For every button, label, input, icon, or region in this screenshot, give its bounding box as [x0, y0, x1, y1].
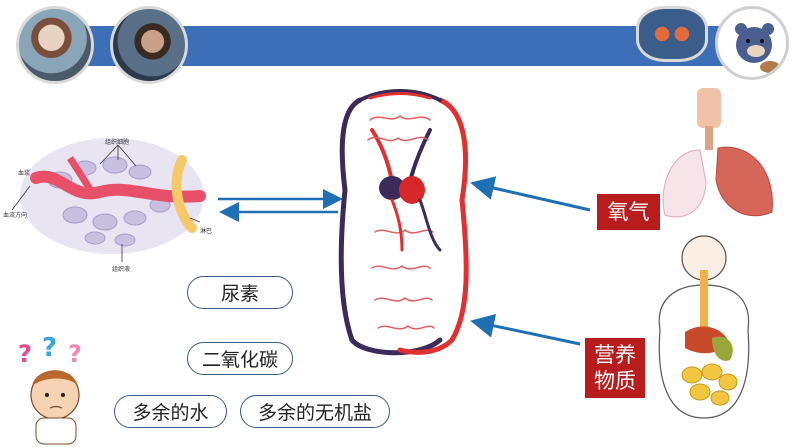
- svg-text:?: ?: [18, 340, 32, 368]
- label-tissue-fluid: 组织液: [112, 266, 131, 273]
- label-urea: 尿素: [187, 276, 293, 309]
- label-co2: 二氧化碳: [187, 342, 293, 375]
- label-plasma: 血浆: [18, 170, 31, 177]
- svg-text:?: ?: [42, 333, 57, 363]
- label-nutrients-line2: 物质: [594, 369, 636, 393]
- tissue-capillary-diagram: [11, 138, 206, 262]
- photo-kidney-organ: [636, 6, 708, 62]
- label-tissue-cells: 组织细胞: [105, 139, 130, 146]
- label-blood-flow-direction: 血流方向: [3, 212, 28, 219]
- photo-boy-breath: [110, 6, 188, 84]
- label-nutrients-line1: 营养: [594, 343, 636, 367]
- arrow-nutrients: [470, 313, 581, 346]
- label-nutrients: 营养 物质: [585, 338, 645, 398]
- svg-text:?: ?: [68, 340, 82, 368]
- photo-girl-breath: [16, 6, 94, 84]
- arrow-oxygen: [470, 176, 591, 212]
- label-lymph: 淋巴: [200, 228, 213, 235]
- label-excess-salt: 多余的无机盐: [240, 395, 390, 428]
- lungs-illustration: [662, 88, 773, 218]
- photo-cartoon-bear: [715, 6, 789, 80]
- thinking-kid-illustration: ? ? ?: [18, 333, 82, 445]
- digestive-illustration: [658, 235, 750, 419]
- circulation-diagram: [338, 89, 469, 356]
- label-oxygen: 氧气: [597, 194, 660, 230]
- label-excess-water: 多余的水: [114, 395, 227, 428]
